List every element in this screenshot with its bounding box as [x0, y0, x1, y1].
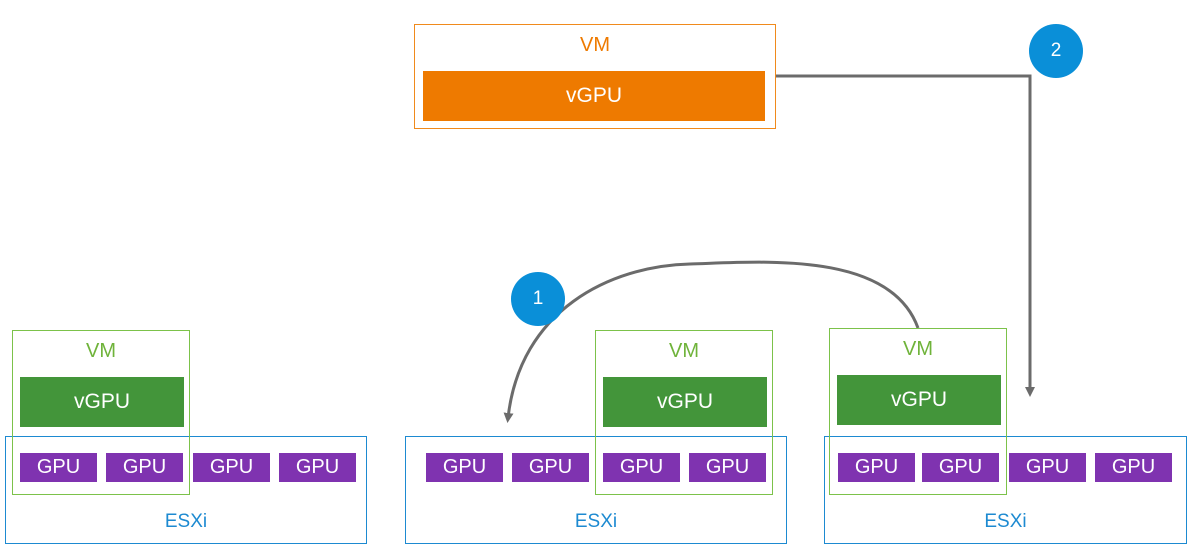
vm-orange: VM vGPU — [414, 24, 776, 129]
gpu: GPU — [1095, 453, 1172, 482]
gpu: GPU — [20, 453, 97, 482]
esxi-host-2: GPU GPU GPU GPU ESXi — [405, 436, 787, 544]
gpu: GPU — [512, 453, 589, 482]
arrow-step-1 — [503, 260, 920, 423]
step-badge-2: 2 — [1029, 24, 1083, 78]
gpu: GPU — [689, 453, 766, 482]
esxi-host-1: GPU GPU GPU GPU ESXi — [5, 436, 367, 544]
vm-label: VM — [669, 340, 699, 362]
gpu: GPU — [603, 453, 680, 482]
vgpu-label: vGPU — [565, 84, 622, 107]
gpu: GPU — [279, 453, 356, 482]
esxi-label: ESXi — [164, 511, 208, 532]
arrow-step-2 — [776, 74, 1035, 397]
vm-green-host-2: VM vGPU — [595, 330, 773, 495]
vm-label: VM — [903, 338, 933, 360]
gpu: GPU — [193, 453, 270, 482]
esxi-label: ESXi — [574, 511, 618, 532]
vgpu-label: vGPU — [656, 390, 713, 413]
vgpu-label: vGPU — [890, 388, 947, 411]
vgpu-orange: vGPU — [423, 71, 765, 121]
vgpu-green: vGPU — [20, 377, 184, 427]
gpu: GPU — [838, 453, 915, 482]
gpu: GPU — [922, 453, 999, 482]
gpu: GPU — [426, 453, 503, 482]
step-number: 2 — [1050, 40, 1062, 61]
gpu: GPU — [106, 453, 183, 482]
vgpu-green: vGPU — [603, 377, 767, 427]
vgpu-label: vGPU — [73, 390, 130, 413]
esxi-label: ESXi — [984, 511, 1027, 532]
vm-green-host-3: VM vGPU — [829, 328, 1007, 495]
step-badge-1: 1 — [511, 272, 565, 326]
vm-label: VM — [580, 34, 610, 56]
vm-green-host-1: VM vGPU — [12, 330, 190, 495]
vm-label: VM — [86, 340, 116, 362]
vgpu-green: vGPU — [837, 375, 1001, 425]
gpu: GPU — [1009, 453, 1086, 482]
esxi-host-3: GPU GPU GPU GPU ESXi — [824, 436, 1187, 544]
step-number: 1 — [532, 288, 544, 309]
